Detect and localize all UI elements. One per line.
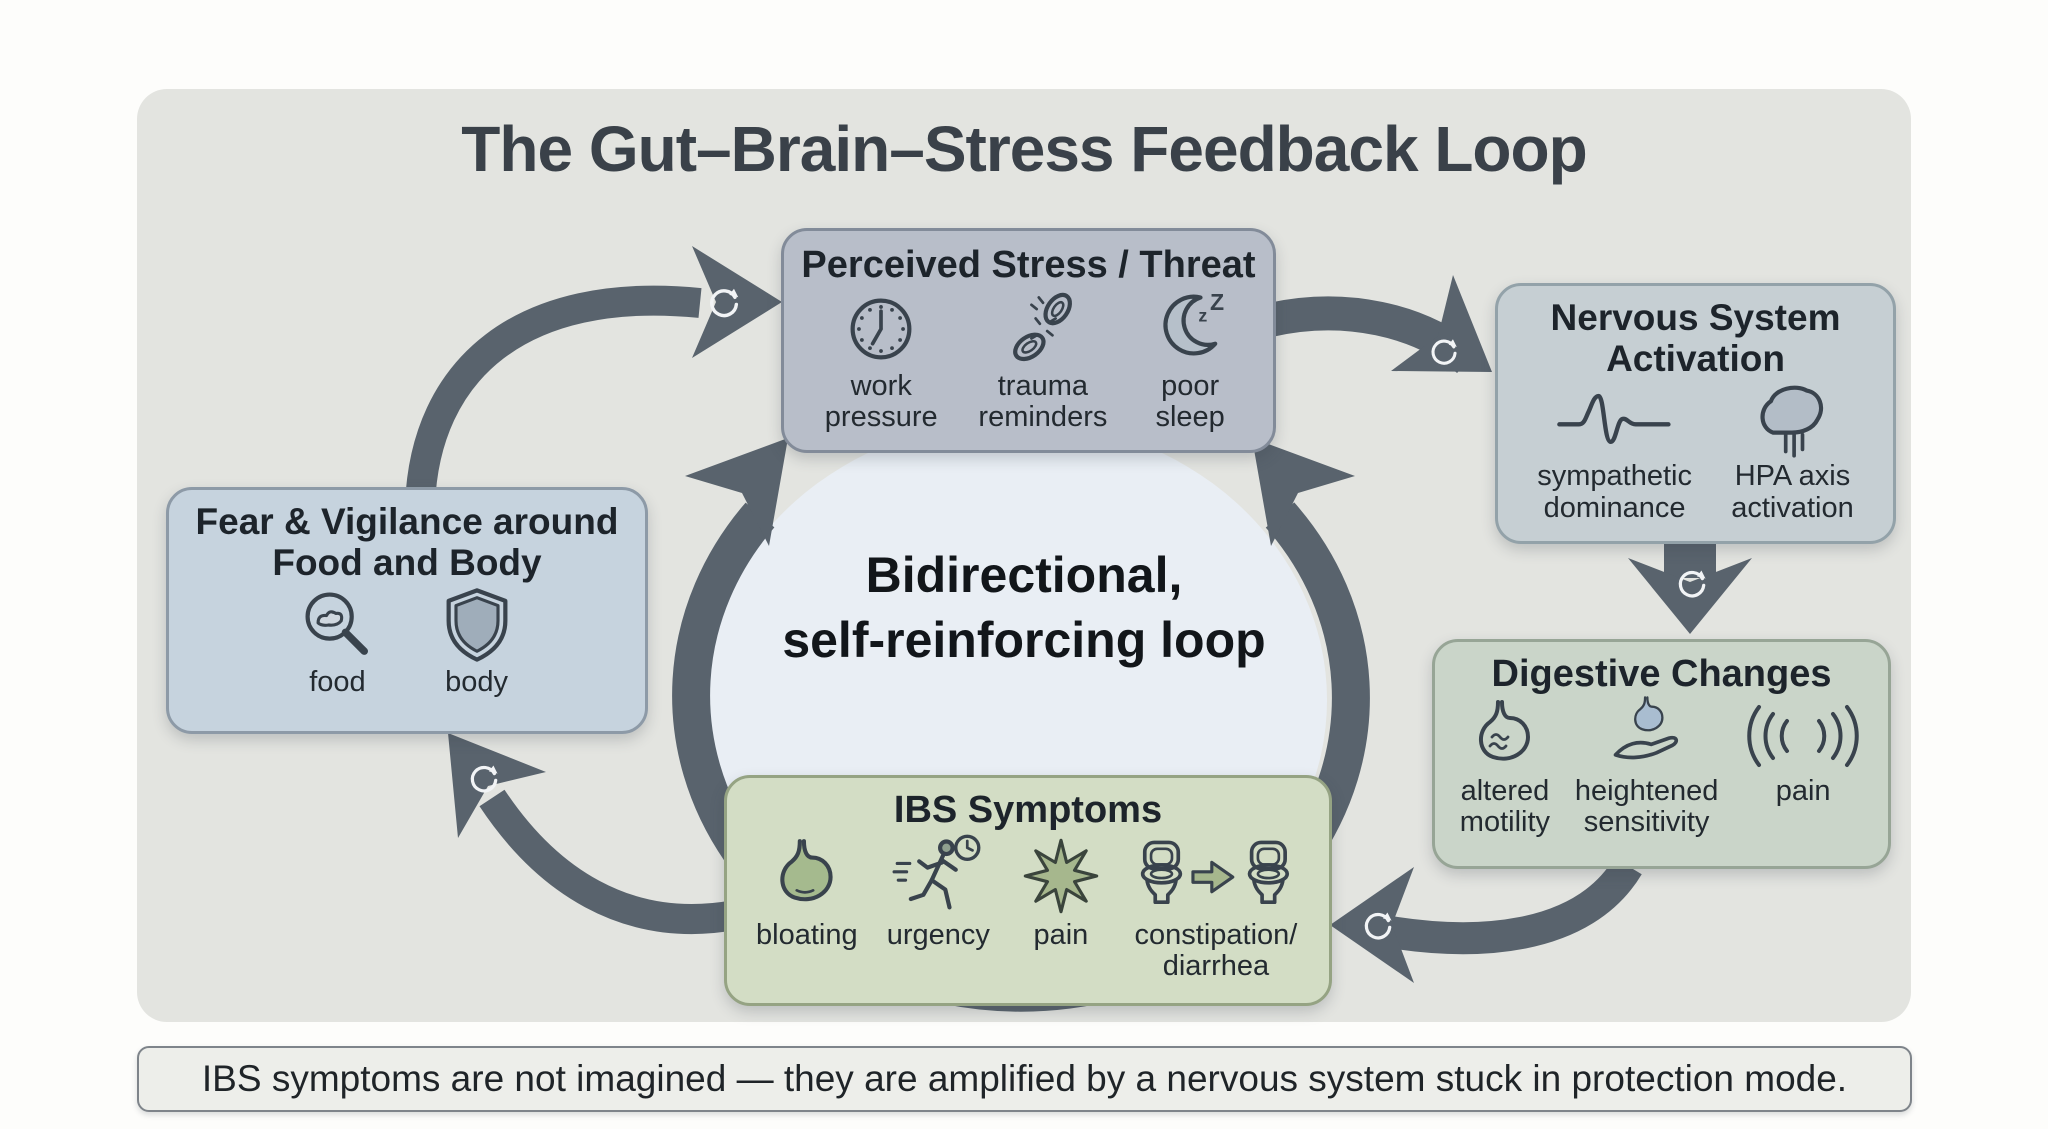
- soundwave-icon: [1743, 696, 1863, 776]
- svg-text:z: z: [1199, 305, 1208, 325]
- runner-clock-icon: [892, 832, 984, 920]
- starburst-icon: [1019, 832, 1103, 920]
- moon-sleep-icon: z Z: [1148, 287, 1232, 371]
- arrow-ibs-to-fear: [448, 733, 738, 934]
- item-label: sympathetic dominance: [1537, 460, 1692, 524]
- item-label: bloating: [756, 918, 858, 951]
- list-item: z Z poor sleep: [1148, 287, 1232, 434]
- loop-arrowhead-right: [1252, 438, 1355, 546]
- item-label: pain: [1033, 918, 1089, 951]
- svg-text:Z: Z: [1210, 289, 1224, 315]
- item-label: body: [445, 666, 508, 699]
- item-label: food: [309, 666, 366, 699]
- waveform-icon: [1555, 379, 1675, 461]
- loop-arrowhead-left: [685, 438, 788, 546]
- hand-stomach-icon: [1605, 696, 1689, 776]
- arrow-right-icon: [1191, 860, 1235, 894]
- box-title: Digestive Changes: [1491, 653, 1832, 695]
- list-item: bloating: [756, 832, 858, 951]
- item-label: work pressure: [824, 369, 938, 434]
- item-label: poor sleep: [1155, 369, 1225, 434]
- list-item: sympathetic dominance: [1537, 379, 1692, 524]
- stomach-motility-icon: [1465, 696, 1545, 776]
- list-item: pain: [1019, 832, 1103, 951]
- list-item: urgency: [887, 832, 990, 951]
- toilets-arrow-icon: [1132, 832, 1300, 920]
- list-item: HPA axis activation: [1731, 379, 1854, 524]
- list-item: body: [435, 583, 519, 698]
- item-label: trauma reminders: [978, 369, 1108, 434]
- page-title: The Gut–Brain–Stress Feedback Loop: [461, 113, 1587, 185]
- stomach-icon: [766, 832, 848, 920]
- list-item: work pressure: [825, 287, 938, 434]
- box-perceived-stress: Perceived Stress / Threat wo: [781, 228, 1276, 453]
- list-item: constipation/ diarrhea: [1132, 832, 1300, 983]
- broken-chain-icon: [1001, 287, 1085, 371]
- item-label: constipation/ diarrhea: [1134, 918, 1298, 983]
- item-label: altered motility: [1459, 774, 1551, 839]
- item-label: pain: [1775, 774, 1831, 807]
- box-title: Fear & Vigilance around Food and Body: [195, 501, 619, 583]
- box-digestive-changes: Digestive Changes altered motility: [1432, 639, 1891, 869]
- center-loop-label: Bidirectional, self-reinforcing loop: [782, 547, 1266, 668]
- caption-text: IBS symptoms are not imagined — they are…: [201, 1058, 1848, 1099]
- box-nervous-system: Nervous System Activation sympathetic do…: [1495, 283, 1896, 544]
- box-title: Perceived Stress / Threat: [801, 244, 1256, 286]
- arrow-fear-to-stress: [405, 246, 782, 506]
- item-label: heightened sensitivity: [1574, 774, 1719, 839]
- list-item: heightened sensitivity: [1574, 696, 1719, 839]
- clock-icon: [839, 287, 923, 371]
- item-label: urgency: [886, 918, 990, 951]
- magnifier-food-icon: [295, 583, 379, 667]
- brain-icon: [1750, 379, 1834, 461]
- shield-icon: [435, 583, 519, 667]
- item-label: HPA axis activation: [1731, 460, 1854, 524]
- list-item: pain: [1743, 696, 1863, 807]
- box-title: Nervous System Activation: [1550, 297, 1841, 379]
- list-item: altered motility: [1460, 696, 1550, 839]
- arrow-digestive-to-ibs: [1330, 857, 1642, 983]
- caption-bar: IBS symptoms are not imagined — they are…: [137, 1046, 1912, 1112]
- list-item: food: [295, 583, 379, 698]
- arrow-stress-to-nervous: [1266, 275, 1492, 374]
- list-item: trauma reminders: [978, 287, 1107, 434]
- box-fear-vigilance: Fear & Vigilance around Food and Body fo…: [166, 487, 648, 734]
- box-title: IBS Symptoms: [893, 789, 1163, 831]
- box-ibs-symptoms: IBS Symptoms bloating: [724, 775, 1332, 1006]
